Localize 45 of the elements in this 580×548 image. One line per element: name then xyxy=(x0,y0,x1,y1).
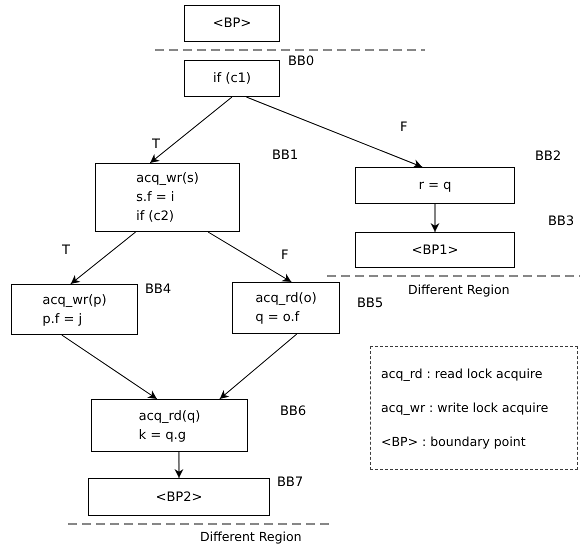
code-line: if (c2) xyxy=(136,208,174,226)
basic-block-box xyxy=(184,60,280,97)
legend-entry: acq_rd : read lock acquire xyxy=(381,365,542,383)
block-label: BB1 xyxy=(272,148,298,163)
arrow xyxy=(70,232,136,284)
block-label: BB4 xyxy=(145,282,172,297)
legend-entry: <BP> : boundary point xyxy=(381,433,526,451)
basic-block-box xyxy=(95,163,240,232)
block-label: BB0 xyxy=(288,54,314,69)
code-line: acq_rd(q) xyxy=(138,408,200,426)
arrow xyxy=(219,334,298,400)
basic-block-box xyxy=(355,167,515,204)
basic-block-box xyxy=(91,399,248,452)
arrow xyxy=(61,334,158,400)
code-line: k = q.g xyxy=(138,426,186,444)
basic-block-box xyxy=(184,5,280,42)
code-line: p.f = j xyxy=(42,310,82,328)
arrow xyxy=(430,204,440,232)
basic-block-box xyxy=(88,478,270,516)
code-line: s.f = i xyxy=(136,189,174,207)
code-line: if (c1) xyxy=(213,70,251,88)
code-line: acq_wr(p) xyxy=(42,292,107,310)
arrow xyxy=(208,232,292,282)
code-line: acq_rd(o) xyxy=(255,290,317,308)
code-line: <BP1> xyxy=(412,242,458,260)
region-label: Different Region xyxy=(200,529,302,544)
arrow xyxy=(174,452,184,478)
code-line: <BP2> xyxy=(156,488,202,506)
legend-entry: acq_wr : write lock acquire xyxy=(381,399,548,417)
block-label: BB6 xyxy=(280,404,306,419)
block-label: BB5 xyxy=(357,296,384,311)
legend-box xyxy=(370,346,578,470)
arrow xyxy=(150,96,232,164)
basic-block-box xyxy=(355,232,515,268)
basic-block-box xyxy=(11,284,138,335)
region-label: Different Region xyxy=(408,282,510,297)
code-line: <BP> xyxy=(212,15,252,33)
block-label: BB3 xyxy=(548,214,574,229)
block-label: BB2 xyxy=(535,149,562,164)
code-line: q = o.f xyxy=(255,309,300,327)
block-label: BB7 xyxy=(277,475,304,490)
basic-block-box xyxy=(232,282,340,334)
code-line: r = q xyxy=(418,177,452,195)
arrow xyxy=(246,96,423,168)
code-line: acq_wr(s) xyxy=(136,170,199,188)
